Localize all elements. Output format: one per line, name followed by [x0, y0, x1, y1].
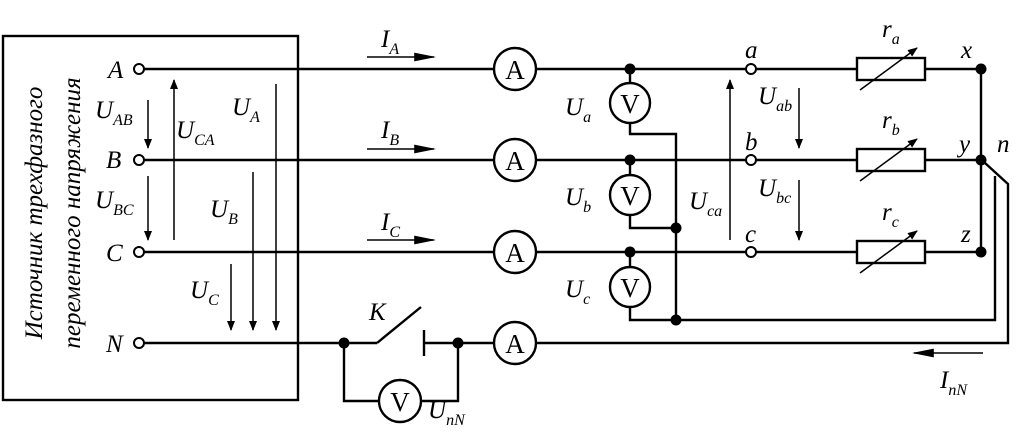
label-point-n: n — [997, 131, 1010, 158]
resistor-ra — [855, 47, 927, 91]
junction-node — [670, 222, 682, 234]
voltmeter-uc: V — [608, 265, 652, 309]
svg-text:A: A — [505, 329, 525, 359]
voltmeter-common-wire — [676, 176, 997, 322]
ammeter-line-b: A — [492, 137, 538, 183]
label-rb: rb — [882, 107, 900, 139]
junction-node — [624, 154, 636, 166]
label-unn: UnN — [428, 397, 466, 429]
ammeter-line-c: A — [492, 229, 538, 275]
phase-c-label: C — [106, 240, 123, 267]
svg-text:V: V — [620, 89, 640, 119]
label-ic: IC — [380, 209, 400, 241]
svg-text:A: A — [505, 146, 525, 176]
switch-k-blade — [376, 306, 422, 344]
label-ub-phase: Ub — [565, 184, 591, 216]
label-point-a: a — [745, 37, 758, 64]
terminal-a — [133, 63, 145, 75]
phase-a-label: A — [106, 57, 124, 84]
label-uca: UCA — [176, 117, 215, 149]
label-ua-phase: Ua — [565, 94, 591, 126]
source-title: Источник трехфазного — [21, 87, 48, 341]
vb-return-wire — [628, 213, 676, 230]
label-ubc: UBC — [95, 187, 134, 219]
label-point-y: y — [956, 131, 971, 158]
terminal-load-a — [745, 63, 757, 75]
neutral-return-wire — [536, 162, 1010, 345]
ammeter-line-a: A — [492, 46, 538, 92]
label-ib: IB — [380, 117, 399, 149]
label-inn: InN — [939, 367, 968, 399]
voltmeter-ub: V — [608, 173, 652, 217]
junction-node — [452, 337, 464, 349]
voltmeter-ua: V — [608, 81, 652, 125]
neutral-label: N — [105, 331, 124, 358]
label-uab: UAB — [95, 97, 133, 129]
terminal-n — [133, 337, 145, 349]
junction-node-n — [975, 154, 987, 166]
phase-b-label: B — [106, 147, 121, 174]
resistor-rc — [855, 230, 927, 274]
label-switch-k: K — [368, 299, 387, 326]
voltmeter-unn: V — [377, 378, 423, 424]
label-ub: UB — [210, 196, 238, 228]
terminal-b — [133, 154, 145, 166]
label-rc: rc — [882, 199, 899, 231]
resistor-rb — [855, 138, 927, 182]
label-ia: IA — [380, 26, 399, 58]
label-point-c: c — [745, 221, 756, 248]
ammeter-neutral: A — [492, 320, 538, 366]
label-ubc-line: Ubc — [758, 175, 791, 207]
svg-text:V: V — [390, 387, 410, 417]
svg-text:V: V — [620, 273, 640, 303]
label-ra: ra — [882, 16, 900, 48]
terminal-load-c — [745, 246, 757, 258]
junction-node — [338, 337, 350, 349]
svg-text:A: A — [505, 55, 525, 85]
junction-node — [624, 246, 636, 258]
label-uca-line: Uca — [689, 188, 722, 220]
junction-node — [624, 63, 636, 75]
label-uc: UC — [190, 277, 219, 309]
junction-node-z — [975, 246, 987, 258]
label-ua: UA — [232, 94, 260, 126]
label-uc-phase: Uc — [565, 276, 590, 308]
source-title-line1: Источник трехфазного — [21, 87, 48, 341]
label-point-x: x — [960, 37, 972, 64]
source-title-line2: переменного напряжения — [59, 77, 86, 348]
source-box — [1, 34, 300, 402]
vc-return-wire — [628, 305, 676, 322]
junction-node-x — [975, 63, 987, 75]
label-uab-line: Uab — [758, 83, 792, 115]
svg-text:V: V — [620, 181, 640, 211]
svg-text:A: A — [505, 238, 525, 268]
label-point-z: z — [960, 221, 971, 248]
junction-node — [670, 314, 682, 326]
terminal-load-b — [745, 154, 757, 166]
terminal-c — [133, 246, 145, 258]
label-point-b: b — [745, 129, 758, 156]
